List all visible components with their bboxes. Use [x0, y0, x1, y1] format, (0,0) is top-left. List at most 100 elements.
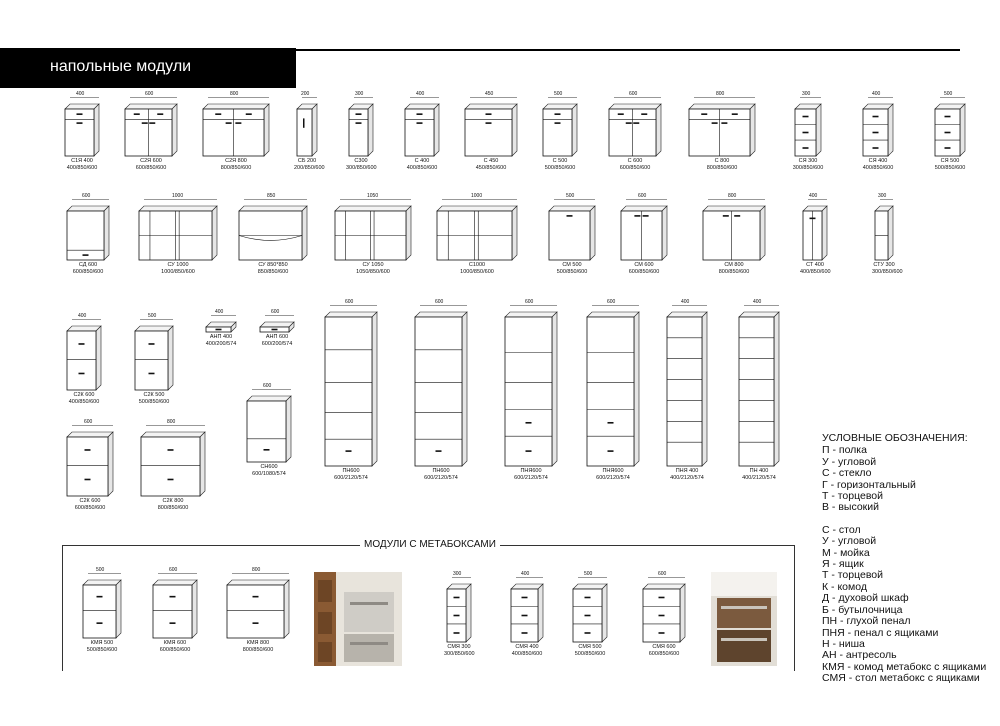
module-size: 400/850/600: [511, 650, 543, 657]
handle: [872, 131, 879, 134]
handle: [525, 421, 532, 424]
module-name: С 800: [714, 158, 730, 164]
handle: [944, 115, 951, 118]
module-width-label: 400: [78, 313, 87, 319]
module-name: С 450: [483, 158, 499, 164]
handle: [658, 596, 665, 599]
module-drawing: [934, 97, 966, 157]
module-size: 600/850/600: [648, 650, 680, 657]
handle: [485, 113, 492, 115]
module-front: [586, 316, 635, 467]
module-width-label: 400: [76, 91, 85, 97]
module-side: [815, 103, 822, 157]
module-name: КМЯ 600: [163, 640, 187, 646]
handle: [96, 622, 103, 624]
module-drawing: [324, 305, 378, 467]
module-side: [551, 311, 558, 467]
module-side: [367, 103, 374, 157]
legend-item: Г - горизонтальный: [822, 478, 916, 491]
handle: [271, 328, 278, 331]
module-top: [64, 103, 100, 110]
module-top: [124, 103, 178, 110]
module-size: 500/850/600: [556, 268, 588, 275]
legend-item: Я - ящик: [822, 558, 864, 571]
module-side: [93, 103, 100, 157]
handle: [141, 122, 148, 124]
module-front: [134, 330, 169, 391]
handle: [157, 113, 164, 115]
module-width-label: 300: [355, 91, 364, 97]
handle: [76, 122, 83, 124]
handle: [554, 113, 561, 115]
module-side: [301, 205, 308, 261]
module-top: [259, 321, 295, 328]
module-size: 1050/850/600: [356, 268, 390, 275]
metabox-photo-2: [711, 572, 777, 666]
module-size: 1000/850/600: [460, 268, 494, 275]
module-drawing: [226, 573, 290, 639]
module-side: [107, 431, 114, 497]
module-top: [414, 311, 468, 318]
module-name: С2К 800: [162, 498, 184, 504]
module-width-label: 400: [809, 193, 818, 199]
module-size: 400/2120/574: [670, 474, 704, 481]
module-front: [666, 316, 703, 467]
handle: [76, 113, 83, 115]
module-drawing: [464, 97, 518, 157]
module-top: [702, 205, 766, 212]
metabox-frame: [62, 545, 795, 671]
module-size: 400/850/600: [68, 398, 100, 405]
module-width-label: 600: [82, 193, 91, 199]
module-side: [285, 395, 292, 463]
legend-item: Б - бутылочница: [822, 603, 903, 616]
module-drawing: [548, 199, 596, 261]
module-width-label: 600: [607, 299, 616, 305]
module-drawing: [66, 425, 114, 497]
handle: [633, 122, 640, 124]
module-drawing: [504, 305, 558, 467]
module-side: [655, 103, 662, 157]
module-name: СМЯ 600: [652, 644, 676, 650]
module-name: СТУ 300: [873, 262, 895, 268]
module-width-label: 600: [525, 299, 534, 305]
module-width-label: 800: [167, 419, 176, 425]
module-name: АНП 600: [265, 334, 289, 340]
legend-item: П - полка: [822, 444, 867, 457]
module-size: 800/850/600: [706, 164, 738, 171]
module-name: С 400: [414, 158, 430, 164]
module-size: 500/850/600: [138, 398, 170, 405]
module-name: С2К 600: [79, 498, 101, 504]
module-drawing: [862, 97, 894, 157]
handle: [734, 215, 741, 217]
module-width-label: 600: [658, 571, 667, 577]
handle: [252, 595, 259, 598]
module-drawing: [66, 199, 110, 261]
module-drawing: [586, 305, 640, 467]
section-title: напольные модули: [50, 58, 192, 75]
handle: [872, 147, 879, 149]
handle: [658, 632, 665, 634]
module-front: [66, 330, 97, 391]
module-side: [633, 311, 640, 467]
module-side: [511, 103, 518, 157]
handle: [634, 215, 641, 217]
